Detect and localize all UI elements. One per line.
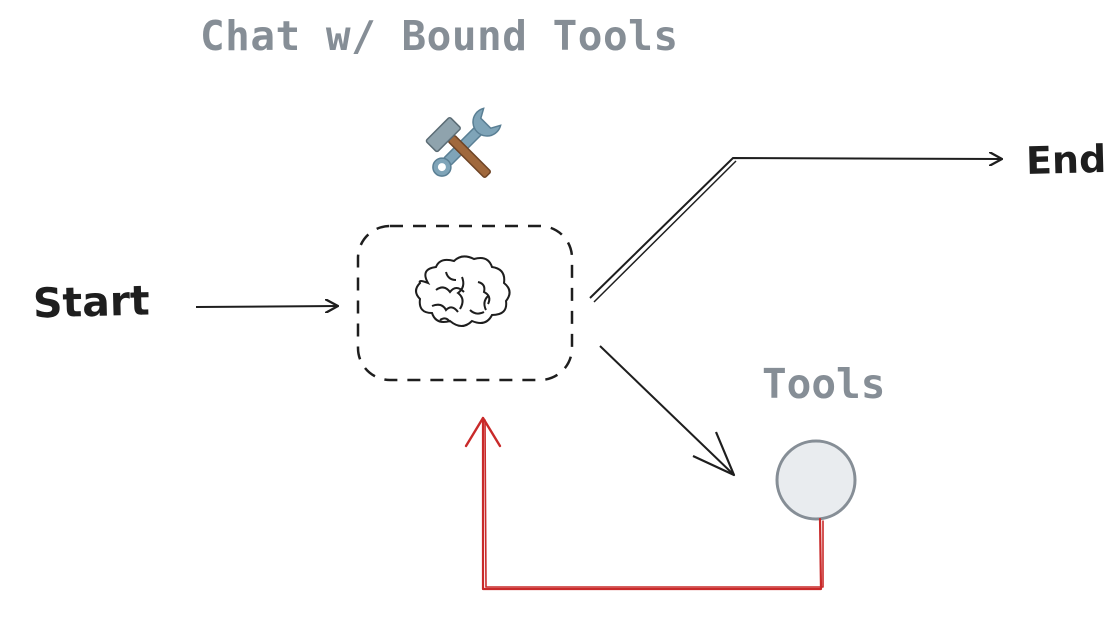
edge-chat-to-tools-arrowhead: [692, 431, 736, 477]
edge-chat-to-end: [589, 158, 1002, 303]
edge-chat-to-tools: [599, 345, 735, 476]
edge-tools-to-chat: [464, 416, 824, 591]
brain-icon: [415, 255, 511, 327]
tools-label: Tools: [762, 360, 886, 408]
tools-node[interactable]: [775, 439, 857, 521]
end-label: End: [1025, 136, 1107, 184]
hammer-and-wrench-icon: [425, 107, 502, 178]
edge-start-to-chat: [195, 306, 338, 307]
start-label: Start: [32, 276, 151, 328]
diagram-title: Chat w/ Bound Tools: [200, 12, 679, 60]
chat-node[interactable]: [356, 224, 574, 382]
